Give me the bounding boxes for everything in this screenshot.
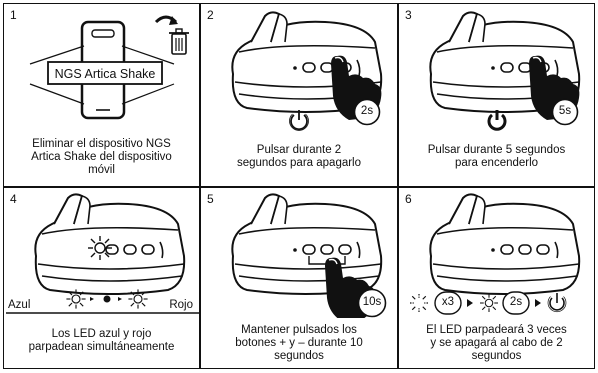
time-badge: [551, 98, 579, 126]
curved-arrow-icon: [154, 15, 178, 25]
step-caption: Pulsar durante 5 segundos para encenderl…: [427, 144, 566, 169]
step-number: 1: [10, 8, 17, 22]
step-caption: Mantener pulsados los botones + y – dura…: [235, 324, 363, 362]
time-badge: [357, 288, 387, 318]
device-label: NGS Artica Shake: [54, 67, 156, 81]
led-blink-icon: [6, 288, 199, 314]
step-number: 6: [405, 192, 412, 206]
label-rojo: Rojo: [169, 299, 193, 311]
headphone-earcup-icon: [231, 193, 383, 318]
step-2-panel: 2 2s Pulsar durante 2 segundos para apag…: [200, 3, 398, 187]
step-4-panel: 4 Azul Rojo Los LED azul y rojo parpadea…: [3, 187, 200, 369]
step-caption: Eliminar el dispositivo NGS Artica Shake…: [31, 138, 172, 176]
power-off-icon: [289, 110, 309, 131]
step-caption: El LED parpadeará 3 veces y se apagará a…: [426, 324, 567, 362]
step-number: 5: [207, 192, 214, 206]
duration-badge: 10s: [362, 296, 382, 308]
step-1-panel: 1 NGS Artica Shake Eliminar el dispositi…: [3, 3, 200, 187]
step-3-panel: 3 5s Pulsar durante 5 segundos para ence…: [398, 3, 595, 187]
time-badge: 2s: [509, 296, 523, 308]
trash-icon: [169, 28, 189, 55]
duration-badge: 5s: [558, 105, 572, 117]
step-caption: Pulsar durante 2 segundos para apagarlo: [236, 144, 362, 169]
time-badge: [353, 98, 381, 126]
step-number: 2: [207, 8, 214, 22]
step-number: 4: [10, 192, 17, 206]
step-number: 3: [405, 8, 412, 22]
repeat-badge: x3: [441, 296, 455, 308]
phone-icon: [29, 20, 175, 120]
step-6-panel: 6 x3: [398, 187, 595, 369]
power-on-icon: [487, 110, 507, 131]
step-5-panel: 5 10s Mantener pulsados los botones + y …: [200, 187, 398, 369]
duration-badge: 2s: [360, 105, 374, 117]
led-blink-icon: [410, 291, 567, 315]
label-azul: Azul: [8, 299, 31, 311]
step-caption: Los LED azul y rojo parpadean simultánea…: [28, 328, 175, 353]
